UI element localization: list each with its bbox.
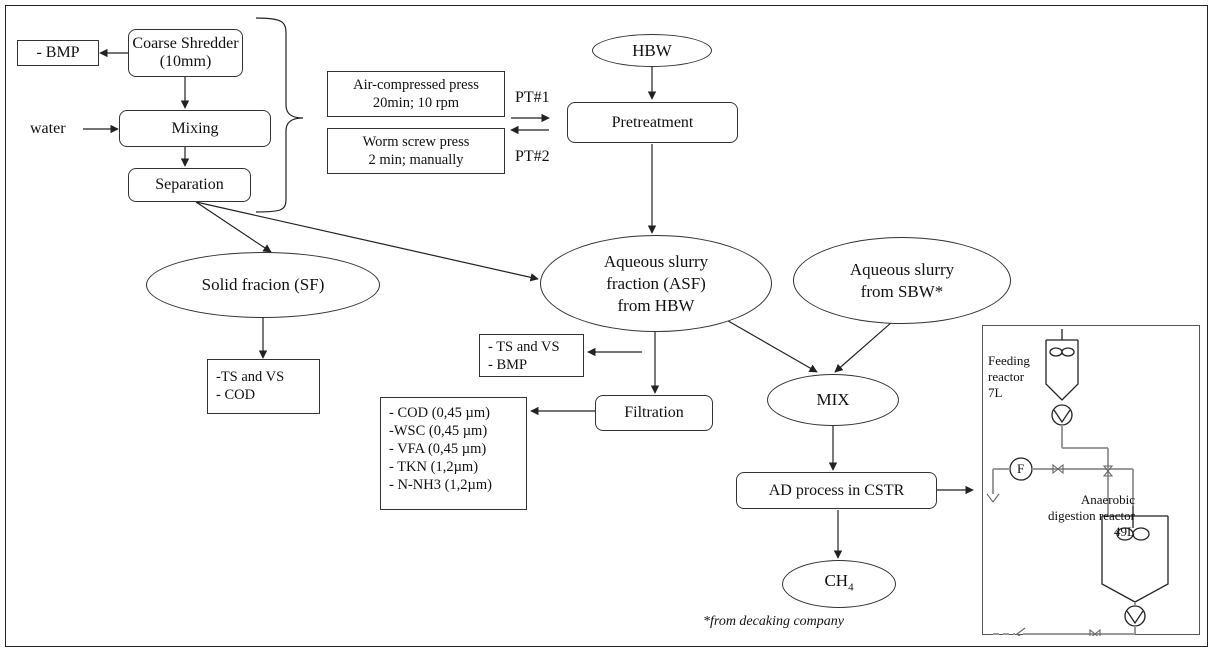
filtration-label: Filtration	[624, 404, 684, 421]
ad-process-label: AD process in CSTR	[768, 481, 905, 499]
feeding-line1: Feeding	[988, 353, 1030, 368]
ts-vs-bmp-line2: - BMP	[488, 357, 528, 373]
filtration-list-item: - TKN (1,2µm)	[389, 459, 479, 475]
worm-press-line1: Worm screw press	[362, 134, 470, 150]
filtration-box: Filtration	[595, 395, 713, 431]
figure-frame	[5, 5, 1208, 647]
coarse-shredder-line1: Coarse Shredder	[132, 35, 239, 52]
filtration-list-item: - N-NH3 (1,2µm)	[389, 477, 492, 493]
air-press-line1: Air-compressed press	[353, 77, 479, 93]
valve-icon	[1052, 463, 1064, 475]
sf-analysis-box: -TS and VS - COD	[207, 359, 320, 414]
sf-analysis-line1: -TS and VS	[216, 369, 285, 385]
valve-icon	[1102, 465, 1114, 477]
mix-label: MIX	[816, 390, 850, 409]
anaerobic-line2: digestion reactor	[1048, 508, 1135, 523]
mixing-box: Mixing	[119, 110, 271, 147]
sf-analysis-line2: - COD	[216, 387, 256, 403]
filtration-list-item: - VFA (0,45 µm)	[389, 441, 487, 457]
feeding-line3: 7L	[988, 385, 1003, 400]
solid-fraction-node: Solid fracion (SF)	[146, 252, 380, 318]
reactor-schematic	[986, 329, 1169, 636]
filtration-list-item: - COD (0,45 µm)	[389, 405, 490, 421]
anaerobic-line1: Anaerobic	[1080, 492, 1135, 507]
worm-press-line2: 2 min; manually	[368, 152, 464, 168]
arrow-separation-to-asf	[195, 201, 539, 282]
footnote: *from decaking company	[703, 614, 844, 629]
pt1-label: PT#1	[515, 89, 550, 106]
bmp-box: - BMP	[17, 40, 99, 66]
coarse-shredder-box: Coarse Shredder (10mm)	[128, 29, 243, 77]
ch4-node: CH4	[782, 560, 896, 608]
coarse-shredder-line2: (10mm)	[159, 53, 212, 70]
separation-box: Separation	[128, 168, 251, 202]
mix-node: MIX	[767, 374, 899, 426]
sbw-line1: Aqueous slurry	[849, 259, 955, 279]
brace-bracket	[255, 17, 304, 213]
ts-vs-bmp-box: - TS and VS - BMP	[479, 334, 584, 377]
ch4-subscript: 4	[848, 581, 854, 594]
sbw-line2: from SBW*	[860, 281, 944, 301]
sbw-node: Aqueous slurry from SBW*	[793, 237, 1011, 324]
outlet-arrow-icon	[1016, 627, 1026, 636]
filtration-list-box: - COD (0,45 µm) -WSC (0,45 µm) - VFA (0,…	[380, 397, 527, 510]
pt2-label: PT#2	[515, 148, 550, 165]
filtration-list-item: -WSC (0,45 µm)	[389, 423, 488, 439]
valve-icon	[1089, 628, 1101, 636]
asf-line3: from HBW	[617, 295, 695, 315]
mixing-label: Mixing	[171, 119, 219, 137]
flowmeter-label: F	[1017, 461, 1025, 476]
asf-node: Aqueous slurry fraction (ASF) from HBW	[540, 235, 772, 332]
bmp-box-label: - BMP	[36, 44, 80, 61]
reactor-panel: F Feeding reactor 7L Anaerobic digestion…	[982, 325, 1200, 636]
ch4-main: CH	[824, 570, 849, 590]
drain-icon	[986, 493, 1000, 503]
arrow-asf-to-mix	[722, 317, 818, 373]
feeding-line2: reactor	[988, 369, 1025, 384]
hbw-label: HBW	[632, 40, 672, 60]
arrow-separation-to-sf	[195, 201, 272, 253]
worm-press-box: Worm screw press 2 min; manually	[327, 128, 505, 174]
feeding-reactor-label: Feeding reactor 7L	[988, 353, 1030, 401]
ad-process-box: AD process in CSTR	[736, 472, 937, 509]
pretreatment-label: Pretreatment	[611, 113, 694, 131]
water-label: water	[30, 120, 66, 137]
separation-label: Separation	[155, 176, 224, 193]
asf-line1: Aqueous slurry	[603, 251, 709, 271]
asf-line2: fraction (ASF)	[606, 273, 706, 293]
air-press-box: Air-compressed press 20min; 10 rpm	[327, 71, 505, 117]
arrow-sbw-to-mix	[834, 321, 893, 373]
pretreatment-box: Pretreatment	[567, 102, 738, 143]
feeding-tank	[1045, 340, 1079, 401]
anaerobic-reactor-label: Anaerobic digestion reactor 49L	[1023, 492, 1135, 540]
hbw-node: HBW	[592, 34, 712, 67]
air-press-line2: 20min; 10 rpm	[372, 95, 460, 111]
ts-vs-bmp-line1: - TS and VS	[488, 339, 560, 355]
anaerobic-line3: 49L	[1114, 524, 1135, 539]
feeding-mixer-icon	[1049, 347, 1063, 357]
solid-fraction-label: Solid fracion (SF)	[201, 275, 325, 294]
ch4-label: CH4	[824, 570, 853, 598]
